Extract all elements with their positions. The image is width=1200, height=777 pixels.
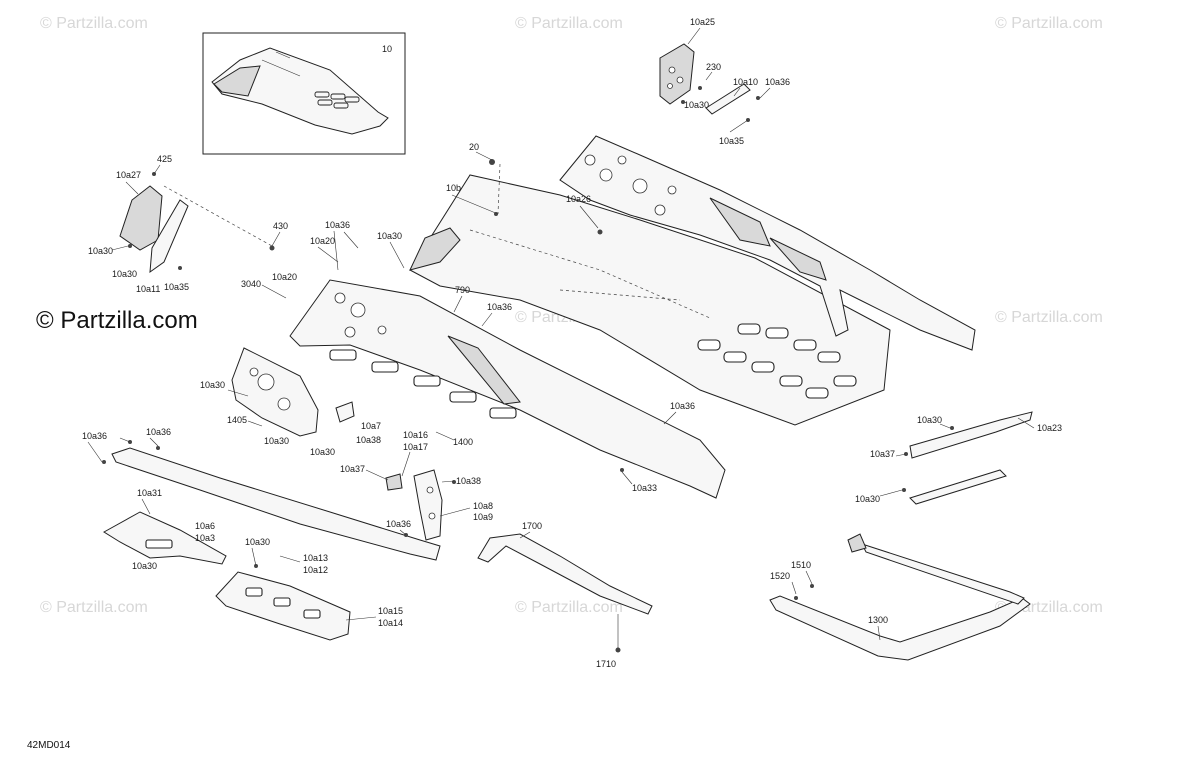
callout: 10a30 (917, 415, 942, 425)
callout: 10a6 (195, 521, 215, 531)
callout: 10a10 (733, 77, 758, 87)
diagram-code: 42MD014 (27, 740, 71, 751)
part-skid-10a15 (215, 564, 351, 641)
watermark-prominent: © Partzilla.com (36, 307, 198, 334)
callout: 430 (273, 221, 288, 231)
callout: 790 (455, 285, 470, 295)
part-guard-10a6 (103, 511, 227, 565)
callout: 10a35 (164, 282, 189, 292)
callout: 1710 (596, 659, 616, 669)
callout: 10a33 (632, 483, 657, 493)
callout: 10a30 (310, 447, 335, 457)
callout: 10a27 (116, 170, 141, 180)
callout: 10a36 (82, 431, 107, 441)
callout: 1300 (868, 615, 888, 625)
part-rail-right (559, 135, 976, 351)
watermark-text: © Partzilla.com (515, 599, 623, 616)
callout: 10a14 (378, 618, 403, 628)
callout: 10a30 (855, 494, 880, 504)
callout: 10a17 (403, 442, 428, 452)
callout: 1520 (770, 571, 790, 581)
callout: 10a35 (719, 136, 744, 146)
callout: 10a37 (870, 449, 895, 459)
callout: 10a30 (377, 231, 402, 241)
inset-label: 10 (382, 44, 392, 54)
callout: 10a31 (137, 488, 162, 498)
callout: 10a30 (200, 380, 225, 390)
watermark-text: © Partzilla.com (515, 15, 623, 32)
leader-lines (87, 27, 1035, 641)
part-rail-left (289, 279, 726, 499)
callout: 10a36 (146, 427, 171, 437)
part-bumper-1300 (769, 533, 1031, 661)
callout: 10a38 (456, 476, 481, 486)
callout: 10a36 (325, 220, 350, 230)
inset-assembly-10: 10 (202, 32, 406, 155)
part-bar-10a23 (902, 411, 1033, 505)
part-bracket-10a8 (385, 468, 624, 541)
callout: 3040 (241, 279, 261, 289)
part-bracket-10a25 (659, 43, 760, 122)
callout: 10a20 (310, 236, 335, 246)
assembly-lines (469, 163, 711, 319)
watermark-text: © Partzilla.com (40, 15, 148, 32)
callout: 10a12 (303, 565, 328, 575)
watermark-text: © Partzilla.com (40, 599, 148, 616)
watermark-text: © Partzilla.com (995, 15, 1103, 32)
callout: 10a7 (361, 421, 381, 431)
callout: 10a26 (566, 194, 591, 204)
part-handle-1700 (477, 533, 653, 653)
part-plate-1405 (231, 347, 355, 437)
callout: 10a36 (386, 519, 411, 529)
callout: 10a36 (487, 302, 512, 312)
callout: 10a25 (690, 17, 715, 27)
callout-labels: 10a25 230 10a10 10a36 10a30 10a35 20 10b… (82, 17, 1062, 669)
callout: 10a30 (264, 436, 289, 446)
callout: 10a37 (340, 464, 365, 474)
callout: 10a8 (473, 501, 493, 511)
callout: 10a30 (112, 269, 137, 279)
callout: 10a11 (136, 284, 160, 294)
watermark-text: © Partzilla.com (995, 309, 1103, 326)
part-tunnel-10b (409, 159, 891, 426)
callout: 425 (157, 154, 172, 164)
callout: 1400 (453, 437, 473, 447)
callout: 10a9 (473, 512, 493, 522)
callout: 10a36 (670, 401, 695, 411)
callout: 1510 (791, 560, 811, 570)
callout: 10a15 (378, 606, 403, 616)
callout: 10a30 (88, 246, 113, 256)
callout: 10a36 (765, 77, 790, 87)
callout: 10a30 (132, 561, 157, 571)
callout: 10a20 (272, 272, 297, 282)
callout: 20 (469, 142, 479, 152)
callout: 10a38 (356, 435, 381, 445)
callout: 230 (706, 62, 721, 72)
callout: 10a16 (403, 430, 428, 440)
callout: 10a3 (195, 533, 215, 543)
callout: 10a30 (684, 100, 709, 110)
callout: 10a13 (303, 553, 328, 563)
callout: 10a30 (245, 537, 270, 547)
callout: 10a23 (1037, 423, 1062, 433)
callout: 1700 (522, 521, 542, 531)
callout: 10b (446, 183, 461, 193)
part-bracket-10a27 (119, 172, 275, 274)
callout: 1405 (227, 415, 247, 425)
